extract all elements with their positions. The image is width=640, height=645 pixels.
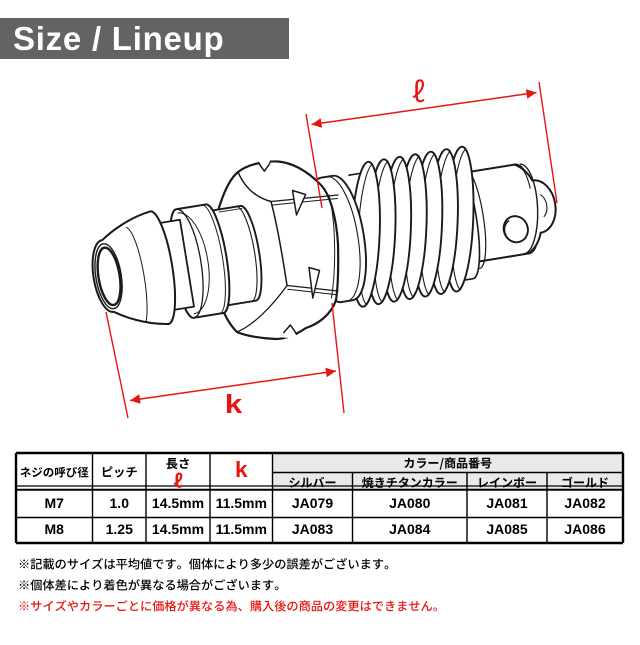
svg-text:k: k	[225, 391, 244, 419]
svg-text:1.25: 1.25	[106, 521, 133, 537]
svg-text:JA083: JA083	[292, 521, 333, 537]
svg-text:1.0: 1.0	[110, 495, 130, 511]
svg-text:k: k	[235, 457, 248, 482]
svg-text:M7: M7	[45, 495, 65, 511]
svg-text:JA082: JA082	[564, 495, 605, 511]
svg-text:JA085: JA085	[486, 521, 527, 537]
svg-text:14.5mm: 14.5mm	[152, 521, 204, 537]
svg-text:11.5mm: 11.5mm	[216, 521, 267, 537]
svg-text:14.5mm: 14.5mm	[152, 495, 204, 511]
svg-text:JA081: JA081	[486, 495, 527, 511]
svg-text:Size / Lineup: Size / Lineup	[13, 20, 224, 57]
svg-text:JA080: JA080	[389, 495, 430, 511]
svg-text:M8: M8	[45, 521, 65, 537]
svg-text:JA086: JA086	[564, 521, 605, 537]
svg-text:JA079: JA079	[292, 495, 333, 511]
svg-text:11.5mm: 11.5mm	[216, 495, 267, 511]
svg-text:JA084: JA084	[389, 521, 430, 537]
